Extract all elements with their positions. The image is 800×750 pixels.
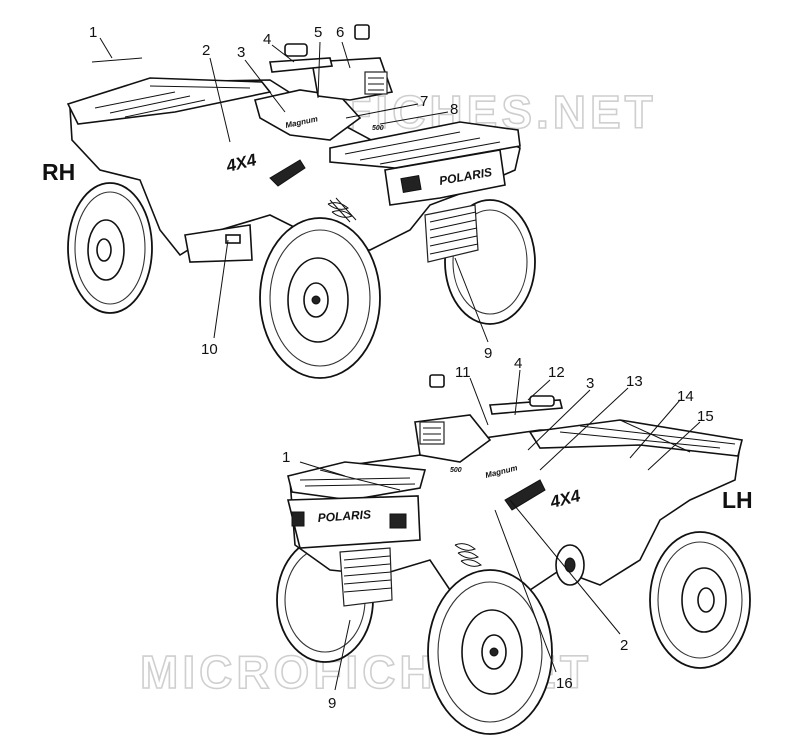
- callout-1: 1: [89, 24, 97, 41]
- rh-front-wheel: [259, 217, 381, 379]
- lh-front-wheel: [427, 569, 553, 735]
- callout-4: 4: [263, 31, 271, 48]
- callout-4-lh: 4: [514, 355, 522, 372]
- rh-side-label: RH: [42, 159, 75, 185]
- callout-6: 6: [336, 24, 344, 41]
- callout-3-lh: 3: [586, 375, 594, 392]
- lh-side-label: LH: [722, 487, 753, 513]
- callout-5: 5: [314, 24, 322, 41]
- callout-1-lh: 1: [282, 449, 290, 466]
- callout-2: 2: [202, 42, 210, 59]
- callout-14: 14: [677, 388, 694, 405]
- callout-9: 9: [484, 345, 492, 362]
- atv-left-hand-view: POLARIS 4X4 Magnum 500: [276, 374, 753, 735]
- callout-16: 16: [556, 675, 573, 692]
- rh-badge-decal: 500: [372, 125, 384, 132]
- callout-9-lh: 9: [328, 695, 336, 712]
- callout-10: 10: [201, 341, 218, 358]
- callout-3: 3: [237, 44, 245, 61]
- rh-leader-lines: [91, 37, 489, 343]
- lh-leader-lines: [299, 369, 701, 691]
- callout-15: 15: [697, 408, 714, 425]
- rh-callouts: 1 2 3 4 5 6 7 8 9 10: [89, 24, 492, 362]
- rh-rear-wheel: [67, 182, 153, 314]
- callout-11: 11: [455, 364, 471, 381]
- lh-badge-decal: 500: [450, 467, 462, 474]
- callout-2-lh: 2: [620, 637, 628, 654]
- lh-rear-wheel: [649, 531, 751, 669]
- atv-right-hand-view: POLARIS 4X4 Magnum 500: [42, 24, 536, 379]
- callout-12: 12: [548, 364, 565, 381]
- callout-7: 7: [420, 93, 428, 110]
- callout-8: 8: [450, 101, 458, 118]
- callout-13: 13: [626, 373, 643, 390]
- lh-callouts: 11 4 12 3 13 14 15 1 2 16 9: [282, 355, 714, 712]
- lh-polaris-decal: POLARIS: [317, 507, 371, 525]
